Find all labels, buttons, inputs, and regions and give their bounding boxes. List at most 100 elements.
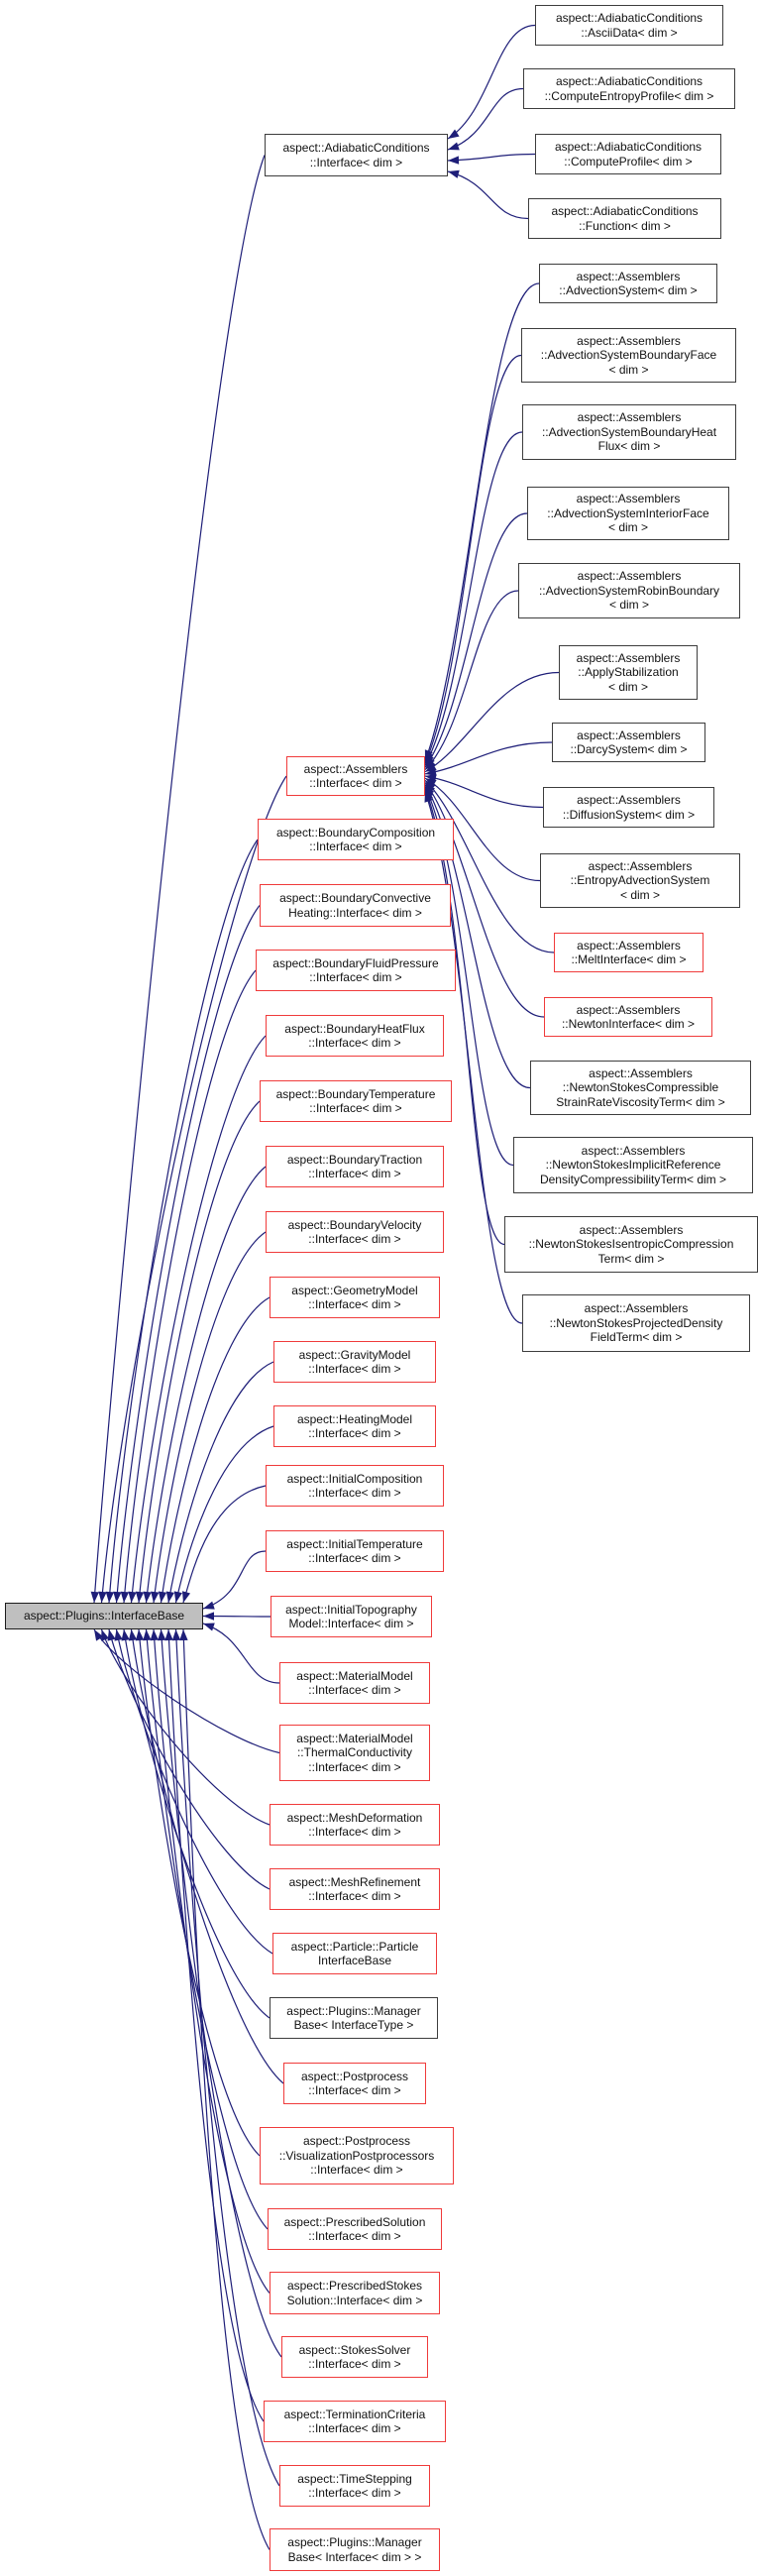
class-label-line: Model::Interface< dim > xyxy=(288,1617,414,1630)
class-node-advection-system-interior-face[interactable]: aspect::Assemblers::AdvectionSystemInter… xyxy=(527,487,729,540)
class-label-line: Base< Interface< dim > > xyxy=(287,2549,422,2564)
inheritance-arrowhead xyxy=(165,1591,175,1603)
class-node-initial-temperature[interactable]: aspect::InitialTemperature::Interface< d… xyxy=(266,1530,444,1572)
class-node-heating-model[interactable]: aspect::HeatingModel::Interface< dim > xyxy=(273,1405,436,1447)
class-label-line: ::Interface< dim > xyxy=(308,2357,401,2371)
class-node-initial-composition[interactable]: aspect::InitialComposition::Interface< d… xyxy=(266,1465,444,1507)
class-label-line: ::NewtonStokesProjectedDensity xyxy=(549,1315,723,1330)
class-node-boundary-composition[interactable]: aspect::BoundaryComposition::Interface< … xyxy=(258,819,454,860)
class-node-newton-stokes-implicit-reference-density-compressibility-term[interactable]: aspect::Assemblers::NewtonStokesImplicit… xyxy=(513,1137,753,1193)
inheritance-edge xyxy=(153,1628,271,2294)
class-node-diffusion-system[interactable]: aspect::Assemblers::DiffusionSystem< dim… xyxy=(543,787,714,828)
class-node-material-model-interface[interactable]: aspect::MaterialModel::Interface< dim > xyxy=(279,1662,430,1704)
class-node-boundary-temperature[interactable]: aspect::BoundaryTemperature::Interface< … xyxy=(260,1080,452,1122)
class-label-line: aspect::MeshRefinement xyxy=(288,1874,421,1889)
class-node-boundary-velocity[interactable]: aspect::BoundaryVelocity::Interface< dim… xyxy=(266,1211,444,1253)
class-node-advection-system-robin-boundary[interactable]: aspect::Assemblers::AdvectionSystemRobin… xyxy=(518,563,740,618)
class-node-gravity-model[interactable]: aspect::GravityModel::Interface< dim > xyxy=(273,1341,436,1383)
class-label-line: ::AdvectionSystemBoundaryHeat xyxy=(541,424,717,439)
class-node-mesh-deformation[interactable]: aspect::MeshDeformation::Interface< dim … xyxy=(270,1804,440,1846)
class-node-adiabatic-compute-profile[interactable]: aspect::AdiabaticConditions::ComputeProf… xyxy=(535,134,721,174)
class-node-advection-system-boundary-heat-flux[interactable]: aspect::Assemblers::AdvectionSystemBound… xyxy=(522,404,736,460)
class-node-newton-stokes-projected-density-field-term[interactable]: aspect::Assemblers::NewtonStokesProjecte… xyxy=(522,1294,750,1352)
class-node-boundary-fluid-pressure[interactable]: aspect::BoundaryFluidPressure::Interface… xyxy=(256,950,456,991)
class-node-entropy-advection-system[interactable]: aspect::Assemblers::EntropyAdvectionSyst… xyxy=(540,853,740,908)
inheritance-edge xyxy=(202,1615,271,1618)
class-label-line: ::DiffusionSystem< dim > xyxy=(562,807,696,822)
inheritance-edge xyxy=(182,1628,271,2550)
class-node-newton-stokes-isentropic-compression-term[interactable]: aspect::Assemblers::NewtonStokesIsentrop… xyxy=(504,1216,758,1273)
class-node-time-stepping[interactable]: aspect::TimeStepping::Interface< dim > xyxy=(279,2465,430,2507)
inheritance-edge xyxy=(202,1550,267,1610)
class-node-newton-interface[interactable]: aspect::Assemblers::NewtonInterface< dim… xyxy=(544,997,712,1037)
inheritance-arrowhead xyxy=(203,1601,215,1610)
class-label-line: aspect::BoundaryTraction xyxy=(286,1152,423,1167)
class-label-line: InterfaceBase xyxy=(317,1954,392,1967)
inheritance-edge xyxy=(123,969,257,1604)
class-node-darcy-system[interactable]: aspect::Assemblers::DarcySystem< dim > xyxy=(552,723,705,762)
inheritance-arrowhead xyxy=(121,1629,130,1641)
class-label-line: ::Interface< dim > xyxy=(308,2486,401,2500)
class-label-line: ::Interface< dim > xyxy=(309,970,402,984)
inheritance-edge xyxy=(167,1361,274,1604)
class-label-line: ::Interface< dim > xyxy=(308,1362,401,1376)
inheritance-arrowhead xyxy=(179,1629,188,1641)
inheritance-arrowhead xyxy=(425,758,436,770)
class-label-line: Heating::Interface< dim > xyxy=(288,905,422,920)
class-label-line: aspect::Assemblers xyxy=(577,333,681,348)
class-label-line: ::ComputeEntropyProfile< dim > xyxy=(544,88,714,103)
inheritance-edge xyxy=(167,1628,265,2422)
class-node-prescribed-solution[interactable]: aspect::PrescribedSolution::Interface< d… xyxy=(268,2208,442,2250)
class-label-line: aspect::GeometryModel xyxy=(291,1283,418,1297)
class-node-melt-interface[interactable]: aspect::Assemblers::MeltInterface< dim > xyxy=(554,933,704,972)
inheritance-edge xyxy=(174,1628,280,2487)
class-node-adiabatic-function[interactable]: aspect::AdiabaticConditions::Function< d… xyxy=(528,198,721,239)
class-label-line: ::MeltInterface< dim > xyxy=(571,952,687,966)
class-label-line: aspect::Postprocess xyxy=(300,2069,409,2083)
class-node-interface-base[interactable]: aspect::Plugins::InterfaceBase xyxy=(5,1603,203,1629)
inheritance-arrowhead xyxy=(107,1629,116,1641)
class-node-stokes-solver[interactable]: aspect::StokesSolver::Interface< dim > xyxy=(281,2336,428,2378)
class-label-line: Term< dim > xyxy=(597,1251,665,1266)
class-label-line: aspect::Assemblers xyxy=(581,1143,686,1158)
class-node-adiabatic-interface[interactable]: aspect::AdiabaticConditions::Interface< … xyxy=(265,134,448,176)
class-node-termination-criteria[interactable]: aspect::TerminationCriteria::Interface< … xyxy=(264,2401,446,2442)
class-node-boundary-heat-flux[interactable]: aspect::BoundaryHeatFlux::Interface< dim… xyxy=(266,1015,444,1057)
class-node-apply-stabilization[interactable]: aspect::Assemblers::ApplyStabilization< … xyxy=(559,645,698,700)
class-node-postprocess-interface[interactable]: aspect::Postprocess::Interface< dim > xyxy=(283,2063,426,2104)
class-node-adiabatic-compute-entropy-profile[interactable]: aspect::AdiabaticConditions::ComputeEntr… xyxy=(523,68,735,109)
inheritance-arrowhead xyxy=(143,1591,152,1603)
inheritance-arrowhead xyxy=(135,1629,145,1641)
inheritance-arrowhead xyxy=(448,129,460,139)
class-node-advection-system[interactable]: aspect::Assemblers::AdvectionSystem< dim… xyxy=(539,264,717,303)
class-node-boundary-traction[interactable]: aspect::BoundaryTraction::Interface< dim… xyxy=(266,1146,444,1187)
class-node-advection-system-boundary-face[interactable]: aspect::Assemblers::AdvectionSystemBound… xyxy=(521,328,736,383)
class-label-line: ::AsciiData< dim > xyxy=(581,25,678,40)
inheritance-edge xyxy=(424,777,541,882)
class-node-newton-stokes-compressible-strain-rate-viscosity-term[interactable]: aspect::Assemblers::NewtonStokesCompress… xyxy=(530,1061,751,1115)
class-label-line: ::Interface< dim > xyxy=(308,1232,401,1246)
class-node-geometry-model[interactable]: aspect::GeometryModel::Interface< dim > xyxy=(270,1277,440,1318)
inheritance-edge xyxy=(447,153,536,162)
inheritance-arrowhead xyxy=(158,1591,167,1603)
class-node-assemblers-interface[interactable]: aspect::Assemblers::Interface< dim > xyxy=(286,756,425,796)
class-label-line: aspect::Assemblers xyxy=(577,938,681,952)
class-label-line: aspect::Plugins::Manager xyxy=(287,2535,422,2549)
inheritance-arrowhead xyxy=(143,1629,152,1641)
inheritance-edge xyxy=(447,87,524,151)
class-node-mesh-refinement[interactable]: aspect::MeshRefinement::Interface< dim > xyxy=(270,1868,440,1910)
class-label-line: aspect::GravityModel xyxy=(298,1347,411,1362)
inheritance-arrowhead xyxy=(448,169,460,178)
inheritance-edge xyxy=(424,741,553,775)
inheritance-arrowhead xyxy=(448,142,460,151)
class-label-line: Flux< dim > xyxy=(597,439,661,454)
class-node-material-model-thermal-conductivity[interactable]: aspect::MaterialModel::ThermalConductivi… xyxy=(279,1725,430,1781)
class-node-visualization-postprocessors[interactable]: aspect::Postprocess::VisualizationPostpr… xyxy=(260,2127,454,2184)
class-node-adiabatic-ascii-data[interactable]: aspect::AdiabaticConditions::AsciiData< … xyxy=(535,5,723,46)
